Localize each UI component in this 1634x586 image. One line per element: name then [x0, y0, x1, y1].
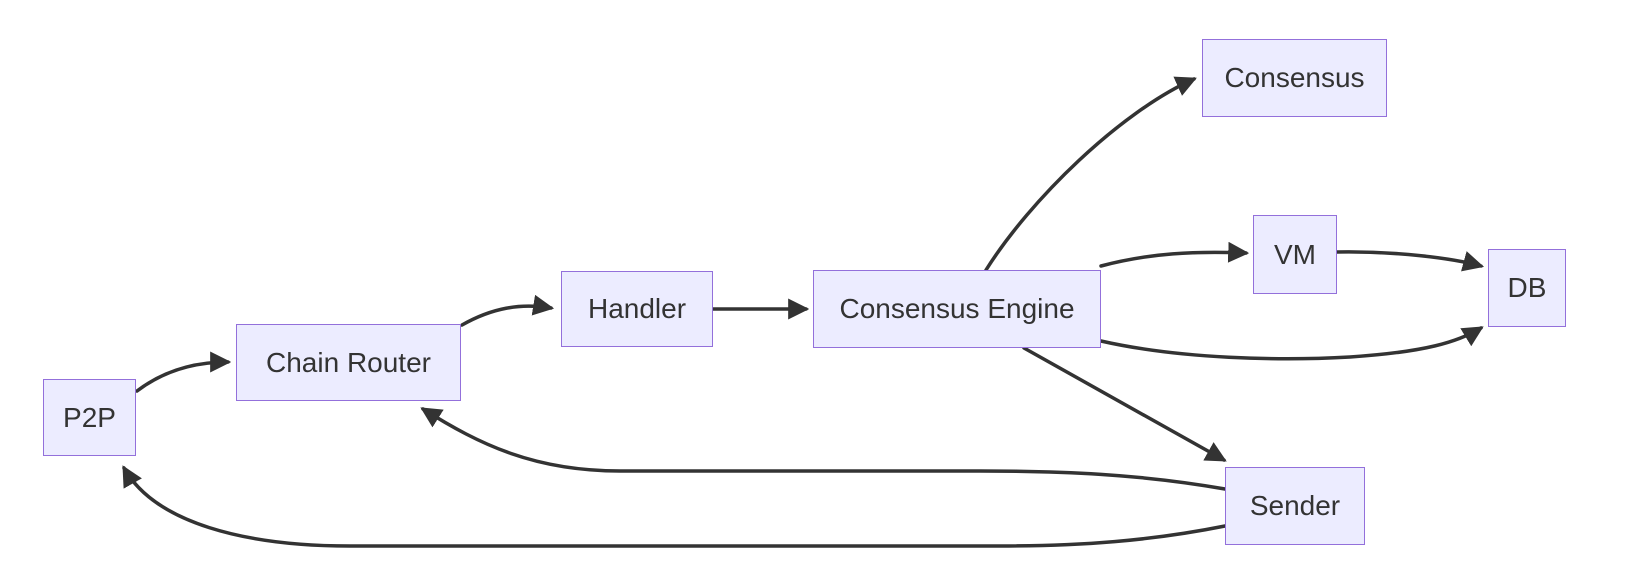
node-db: DB [1488, 249, 1566, 327]
edge-sender-to-chain-router [420, 407, 1227, 491]
node-consensus: Consensus [1202, 39, 1387, 117]
edge-p2p-to-chain-router [135, 351, 232, 393]
edge-chain-router-to-handler [460, 294, 555, 327]
edge-consensus-engine-to-vm [1099, 241, 1250, 268]
edge-consensus-engine-to-sender [1022, 346, 1227, 462]
node-p2p: P2P [43, 379, 136, 456]
node-consensus-engine: Consensus Engine [813, 270, 1101, 348]
node-db-label: DB [1507, 272, 1547, 303]
node-consensus-engine-label: Consensus Engine [839, 293, 1075, 324]
node-handler: Handler [561, 271, 713, 347]
edge-consensus-engine-to-consensus [984, 76, 1197, 272]
edge-vm-to-db [1335, 250, 1485, 272]
edge-sender-to-p2p [122, 465, 1227, 548]
node-p2p-label: P2P [63, 401, 116, 433]
node-vm-label: VM [1274, 238, 1316, 270]
node-chain-router: Chain Router [236, 324, 461, 401]
node-handler-label: Handler [587, 293, 687, 324]
node-consensus-label: Consensus [1224, 62, 1365, 93]
node-chain-router-label: Chain Router [266, 346, 431, 378]
edge-consensus-engine-to-db [1099, 326, 1484, 361]
node-sender: Sender [1225, 467, 1365, 545]
node-vm: VM [1253, 215, 1337, 294]
node-sender-label: Sender [1249, 490, 1341, 521]
